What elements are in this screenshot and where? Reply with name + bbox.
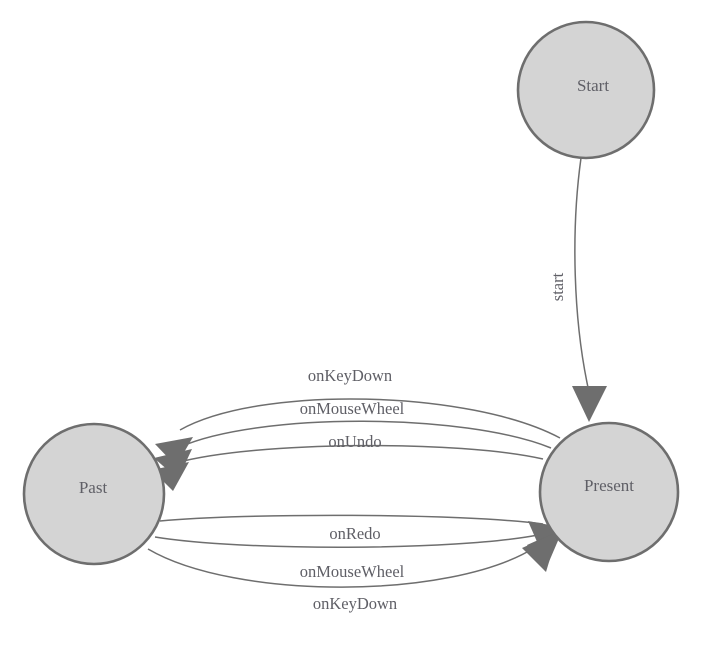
node-past[interactable]: Past — [22, 422, 166, 566]
edge-onredo-to-present[interactable]: onRedo — [159, 514, 566, 551]
node-past-label: Past — [79, 478, 108, 497]
node-start-circle — [516, 20, 656, 160]
edge-onkeydown-to-past[interactable]: onKeyDown — [155, 366, 561, 466]
node-present-circle — [538, 421, 680, 563]
edge-onundo-to-past[interactable]: onUndo — [152, 432, 544, 491]
edge-onredo-to-present-path — [159, 514, 544, 525]
edge-start-label: start — [548, 272, 567, 301]
edge-onkeydown-to-present-path — [147, 547, 535, 588]
edge-start-arrowhead — [572, 386, 607, 422]
edge-onundo-to-past-arrowhead — [152, 462, 189, 491]
edge-start[interactable]: start — [548, 157, 607, 422]
edge-onkeydown-to-past-arrowhead — [155, 437, 193, 466]
node-start[interactable]: Start — [516, 20, 656, 160]
edge-onmousewheel-to-past-label: onMouseWheel — [300, 399, 405, 418]
edge-start-path — [574, 157, 590, 393]
edge-onmousewheel-to-past-arrowhead — [154, 449, 192, 479]
edge-onmousewheel-to-present-label: onMouseWheel — [300, 562, 405, 581]
edge-onundo-to-past-label: onUndo — [328, 432, 381, 451]
node-past-circle — [22, 422, 166, 566]
edge-onkeydown-to-past-label: onKeyDown — [308, 366, 392, 385]
edge-onkeydown-to-past-path — [179, 398, 561, 439]
edge-onmousewheel-to-present-path — [154, 534, 539, 548]
edge-onundo-to-past-path — [175, 444, 544, 464]
node-present-label: Present — [584, 476, 634, 495]
node-present[interactable]: Present — [538, 421, 680, 563]
node-start-label: Start — [577, 76, 609, 95]
edge-onredo-to-present-label: onRedo — [329, 524, 380, 543]
edge-onmousewheel-to-past-path — [179, 420, 552, 449]
edge-onkeydown-to-present[interactable]: onKeyDown — [147, 532, 558, 613]
edge-onkeydown-to-present-arrowhead — [522, 532, 558, 572]
edge-onkeydown-to-present-label: onKeyDown — [313, 594, 397, 613]
edge-onmousewheel-to-past[interactable]: onMouseWheel — [154, 399, 552, 479]
